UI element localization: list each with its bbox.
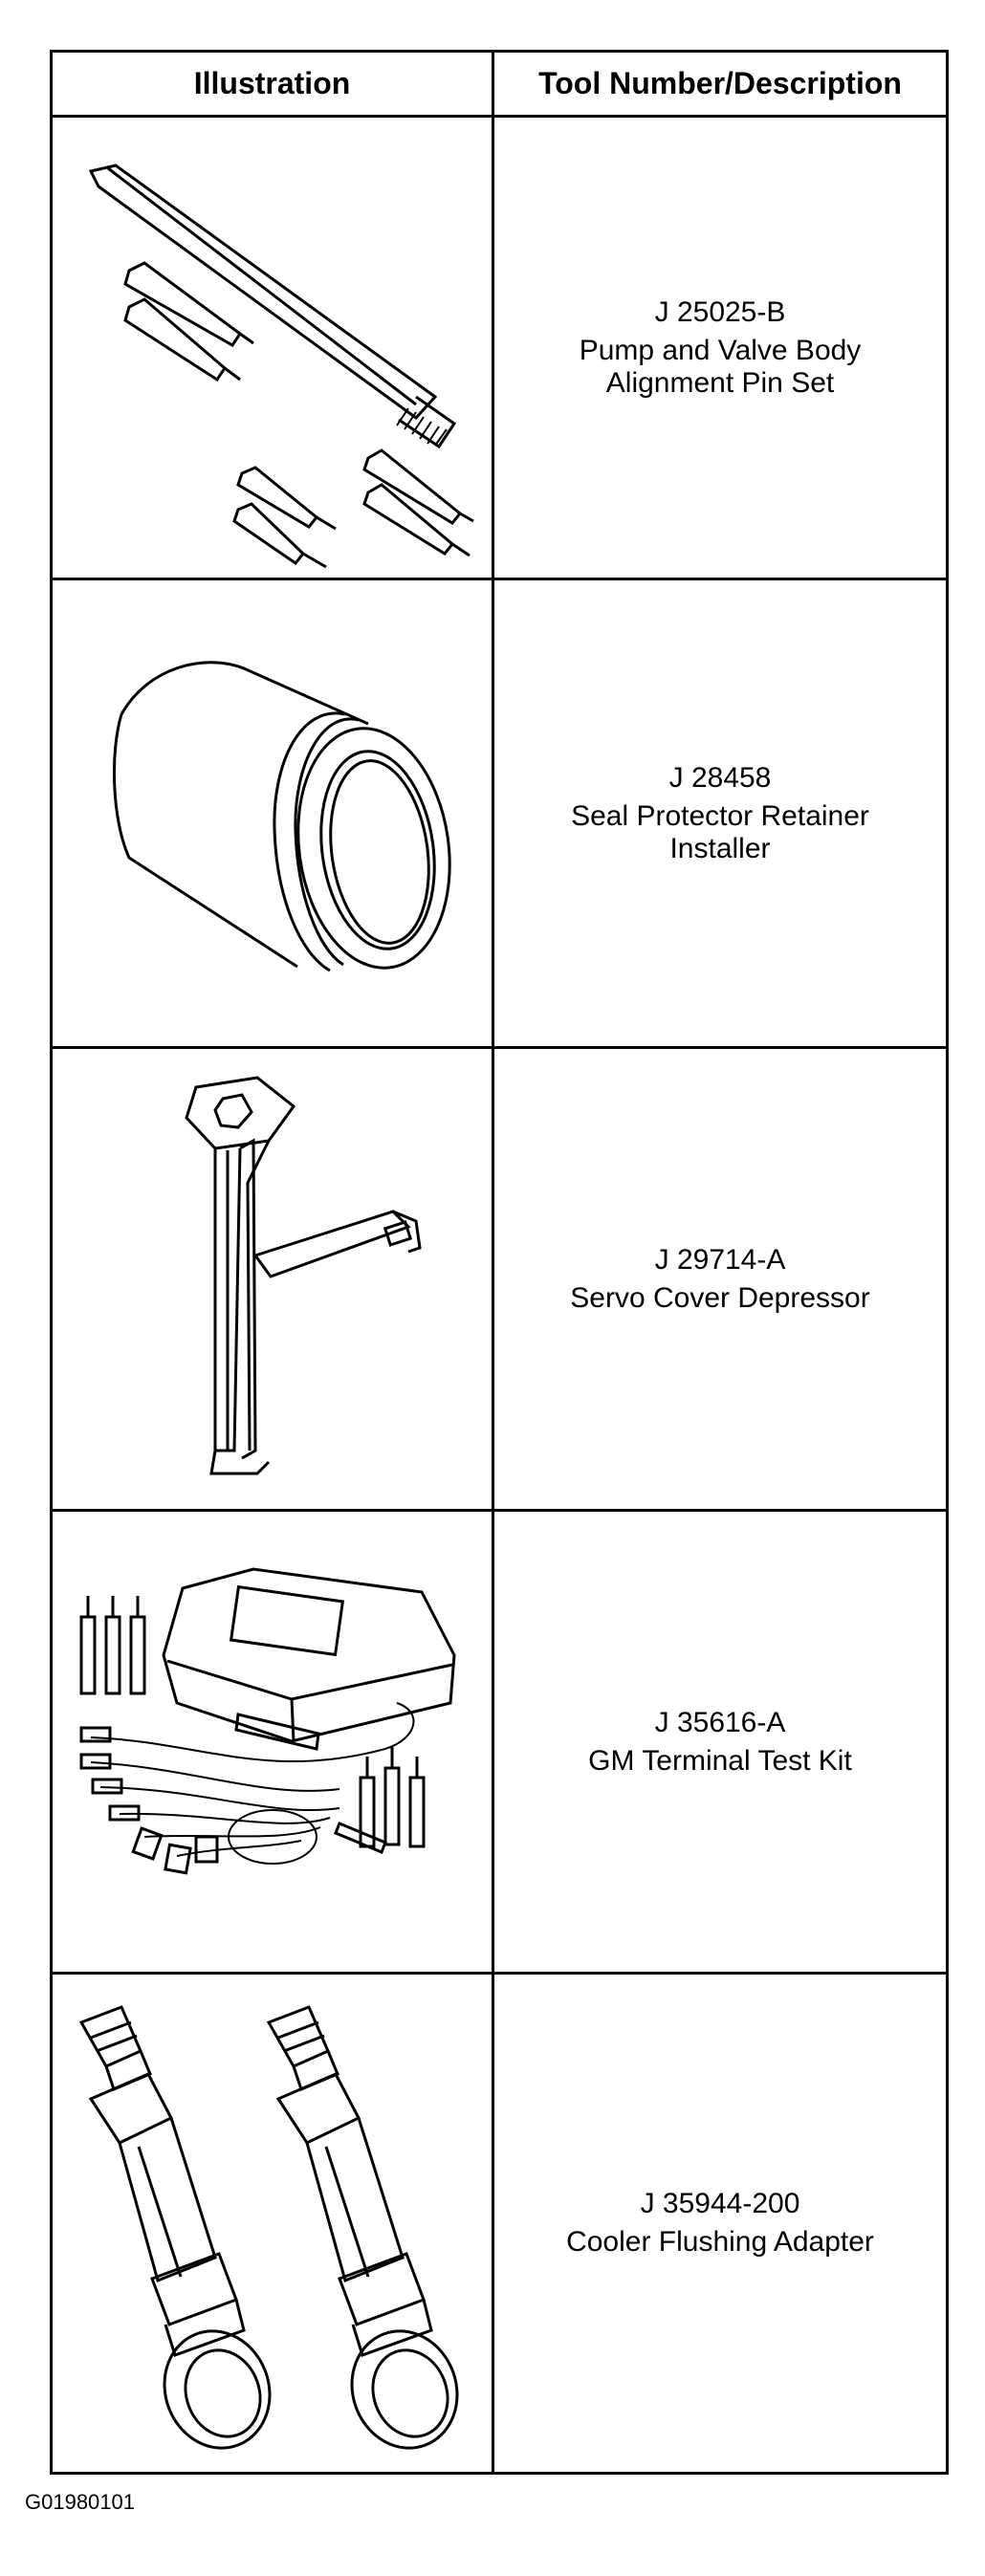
cooler-flushing-adapter-icon xyxy=(78,2005,459,2450)
tool-description-line1: Pump and Valve Body xyxy=(579,334,862,366)
table-row: J 35616-A GM Terminal Test Kit xyxy=(53,1512,946,1975)
figure-code: G01980101 xyxy=(25,2490,135,2514)
tool-number: J 29714-A xyxy=(654,1243,786,1276)
description-cell: J 29714-A Servo Cover Depressor xyxy=(494,1049,946,1509)
tool-description-line1: GM Terminal Test Kit xyxy=(588,1744,852,1777)
seal-protector-installer-icon xyxy=(112,661,451,972)
servo-cover-depressor-icon xyxy=(185,1076,422,1475)
description-cell: J 35944-200 Cooler Flushing Adapter xyxy=(494,1975,946,2472)
tool-description-line1: Cooler Flushing Adapter xyxy=(566,2226,874,2258)
tool-table: Illustration Tool Number/Description xyxy=(50,50,949,2475)
illustration-cell xyxy=(53,580,494,1046)
terminal-test-kit-icon xyxy=(79,1567,456,1875)
illustration-cell xyxy=(53,1975,494,2472)
description-cell: J 35616-A GM Terminal Test Kit xyxy=(494,1512,946,1972)
illustration-cell xyxy=(53,1049,494,1509)
tool-number: J 35944-200 xyxy=(640,2188,800,2219)
illustration-cell xyxy=(53,118,494,578)
table-row: J 28458 Seal Protector Retainer Installe… xyxy=(53,580,946,1049)
table-header: Illustration Tool Number/Description xyxy=(53,53,946,118)
tool-description-line2: Alignment Pin Set xyxy=(605,366,835,399)
header-tool-description: Tool Number/Description xyxy=(538,66,902,100)
description-cell: J 28458 Seal Protector Retainer Installe… xyxy=(494,580,946,1046)
description-cell: J 25025-B Pump and Valve Body Alignment … xyxy=(494,118,946,578)
tool-description-line1: Servo Cover Depressor xyxy=(570,1281,870,1314)
tool-number: J 25025-B xyxy=(654,295,786,328)
illustration-cell xyxy=(53,1512,494,1972)
table-row: J 29714-A Servo Cover Depressor xyxy=(53,1049,946,1512)
tool-description-line2: Installer xyxy=(669,832,771,864)
alignment-pin-set-icon xyxy=(88,164,474,569)
header-illustration: Illustration xyxy=(53,53,494,115)
table-row: J 35944-200 Cooler Flushing Adapter xyxy=(53,1975,946,2472)
table-row: J 25025-B Pump and Valve Body Alignment … xyxy=(53,118,946,580)
tool-number: J 28458 xyxy=(668,761,772,794)
tool-number: J 35616-A xyxy=(654,1706,786,1738)
tool-description-line1: Seal Protector Retainer xyxy=(571,799,869,832)
